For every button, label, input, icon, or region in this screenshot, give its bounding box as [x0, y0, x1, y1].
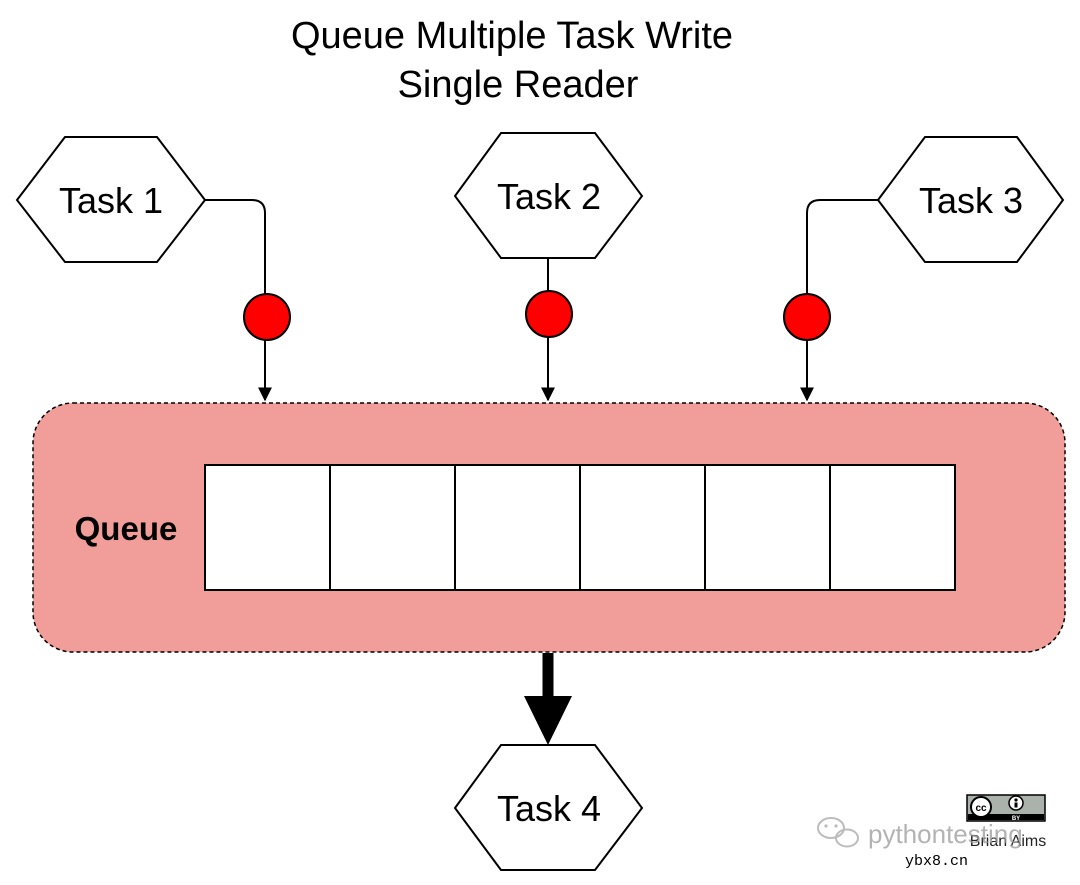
attribution-icon-body: [1014, 802, 1018, 808]
marker-task3: [783, 293, 831, 341]
hexagon-shape: [453, 132, 644, 259]
task-node-1: Task 1: [15, 136, 207, 263]
badge-lower-band: [968, 814, 1044, 820]
hexagon-shape: [876, 136, 1065, 263]
output-arrow: [524, 653, 572, 745]
task-node-2: Task 2: [453, 132, 644, 259]
queue-slot: [704, 464, 831, 591]
diagram-title-line2: Single Reader: [398, 64, 639, 106]
task-label: Task 1: [59, 180, 163, 221]
wechat-icon: [817, 817, 859, 848]
task-node-4: Task 4: [453, 744, 644, 871]
diagram-title-line1: Queue Multiple Task Write: [291, 15, 733, 57]
cc-icon: [970, 796, 992, 818]
queue-slot: [579, 464, 706, 591]
hexagon-shape: [453, 744, 644, 871]
queue-container: Queue: [32, 402, 1066, 653]
task-label: Task 2: [497, 176, 601, 217]
badge-by-text: BY: [1012, 816, 1020, 822]
queue-slot: [829, 464, 956, 591]
watermark-text: pythontesting: [868, 819, 1023, 849]
task-node-3: Task 3: [876, 136, 1065, 263]
connector-task3: [800, 199, 878, 402]
marker-task1: [243, 293, 291, 341]
task-label: Task 4: [497, 788, 601, 829]
attribution-icon-head: [1014, 798, 1018, 802]
queue-slot: [204, 464, 331, 591]
watermark: pythontesting: [817, 817, 1023, 849]
queue-slots: [204, 464, 956, 591]
site-label: ybx8.cn: [905, 853, 968, 870]
hexagon-shape: [15, 136, 207, 263]
output-arrow-head: [524, 696, 572, 745]
task-label: Task 3: [919, 180, 1023, 221]
connector-task1: [205, 199, 272, 402]
queue-slot: [329, 464, 456, 591]
queue-label: Queue: [75, 510, 178, 547]
queue-slot: [454, 464, 581, 591]
author-credit: Brian Aims: [970, 833, 1046, 850]
marker-task2: [525, 290, 573, 338]
cc-icon-text: cc: [975, 803, 987, 814]
cc-by-badge: cc BY: [966, 794, 1046, 822]
